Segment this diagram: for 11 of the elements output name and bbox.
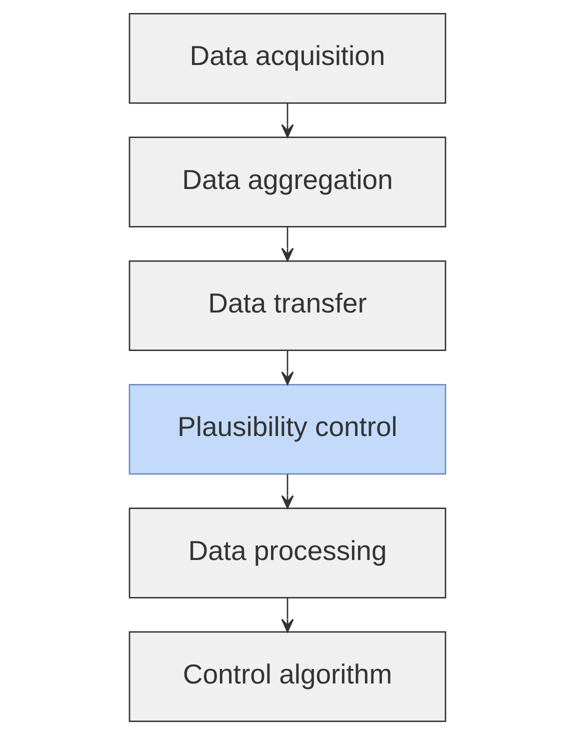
arrow [281,474,294,509]
arrow [281,350,294,386]
arrow [281,227,294,262]
arrow [281,103,294,138]
node-box: Data processing [128,508,446,598]
node-box: Data acquisition [128,13,446,104]
node-box: Plausibility control [128,384,446,475]
node-box: Data transfer [128,260,446,352]
arrow [281,598,294,632]
node-box: Data aggregation [128,136,446,228]
node-box: Control algorithm [128,631,446,722]
